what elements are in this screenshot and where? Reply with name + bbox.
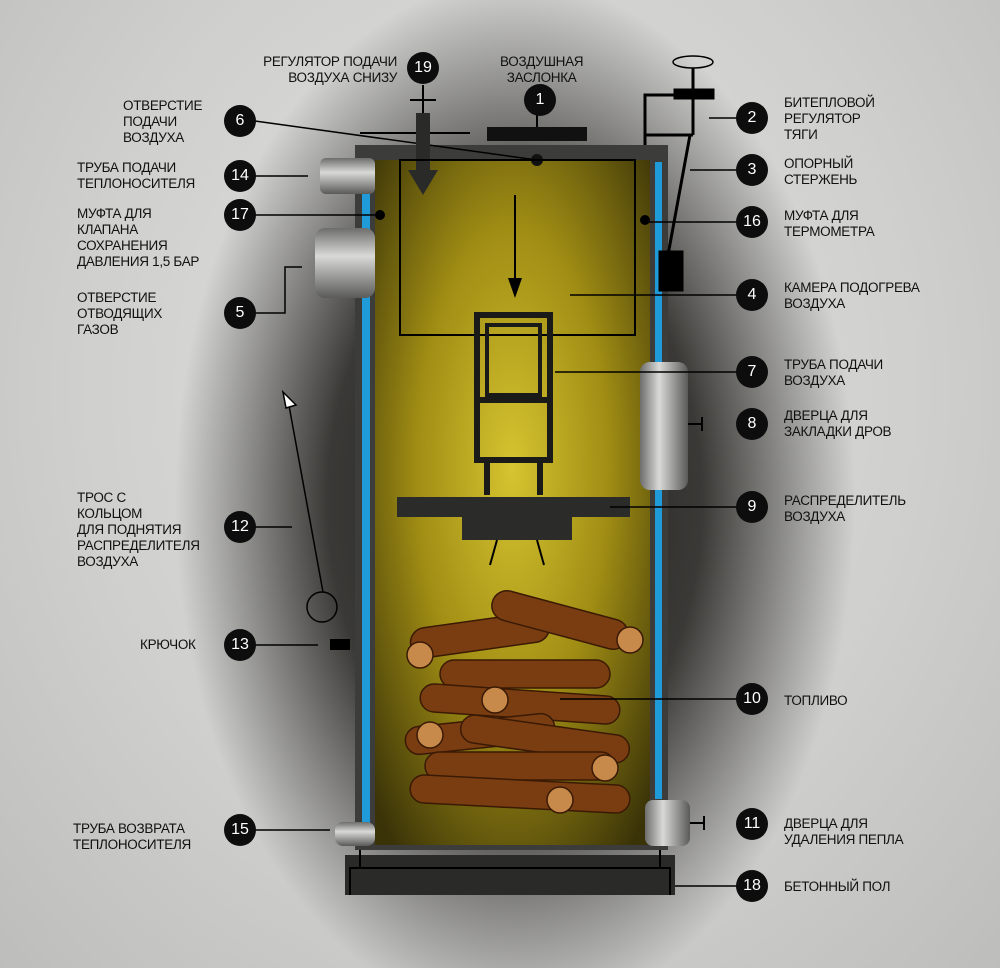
badge-4: 4: [736, 279, 768, 311]
air-distributor: [397, 497, 630, 566]
badge-14: 14: [224, 160, 256, 192]
badge-10: 10: [736, 683, 768, 715]
water-jacket-right-lower: [655, 487, 662, 799]
lifting-cable: [281, 389, 338, 623]
water-jacket-left: [362, 192, 370, 842]
label-4: Камера подогрева воздуха: [784, 280, 920, 311]
badge-3: 3: [736, 154, 768, 186]
label-17: Муфта для клапана сохранения давления 1,…: [77, 206, 200, 269]
label-14: Труба подачи теплоносителя: [77, 160, 195, 191]
badge-7: 7: [736, 356, 768, 388]
badge-16: 16: [736, 206, 768, 238]
label-12: Трос с кольцом для поднятия распределите…: [77, 490, 200, 569]
air-damper: [487, 127, 587, 141]
badge-1: 1: [524, 84, 556, 116]
coolant-supply-pipe: [320, 158, 375, 194]
label-1: Воздушная заслонка: [500, 54, 584, 85]
badge-9: 9: [736, 491, 768, 523]
firewood-door: [640, 362, 688, 490]
label-10: Топливо: [784, 693, 848, 708]
label-13: Крючок: [140, 637, 196, 652]
draft-regulator: [643, 55, 715, 292]
label-5: Отверстие отводящих газов: [77, 290, 163, 337]
flue-gas-outlet: [315, 228, 375, 298]
badge-5: 5: [224, 297, 256, 329]
hook: [330, 639, 350, 650]
label-11: Дверца для удаления пепла: [784, 816, 904, 847]
badge-8: 8: [736, 408, 768, 440]
badge-2: 2: [736, 102, 768, 134]
label-6: Отверстие подачи воздуха: [123, 98, 203, 145]
air-supply-tube: [474, 312, 553, 495]
label-16: Муфта для термометра: [784, 208, 875, 239]
concrete-floor: [345, 848, 675, 895]
badge-17: 17: [224, 199, 256, 231]
badge-6: 6: [224, 105, 256, 137]
label-2: Битепловой регулятор тяги: [784, 95, 875, 142]
down-arrow-icon: [508, 195, 522, 298]
air-heating-chamber: [399, 159, 636, 336]
ash-door: [645, 800, 690, 846]
badge-19: 19: [407, 52, 439, 84]
bottom-air-regulator: [408, 85, 438, 195]
label-7: Труба подачи воздуха: [784, 357, 883, 388]
label-19: Регулятор подачи воздуха снизу: [263, 54, 397, 85]
label-15: Труба возврата теплоносителя: [73, 821, 191, 852]
label-18: Бетонный пол: [784, 879, 891, 894]
badge-13: 13: [224, 629, 256, 661]
coolant-return-pipe: [335, 822, 375, 846]
badge-15: 15: [224, 814, 256, 846]
firewood: [404, 590, 644, 814]
leader-lines: [255, 117, 737, 887]
badge-18: 18: [736, 870, 768, 902]
label-9: Распределитель воздуха: [784, 493, 906, 524]
badge-12: 12: [224, 511, 256, 543]
label-3: Опорный стержень: [784, 156, 858, 187]
badge-11: 11: [736, 808, 768, 840]
label-8: Дверца для закладки дров: [784, 408, 892, 439]
